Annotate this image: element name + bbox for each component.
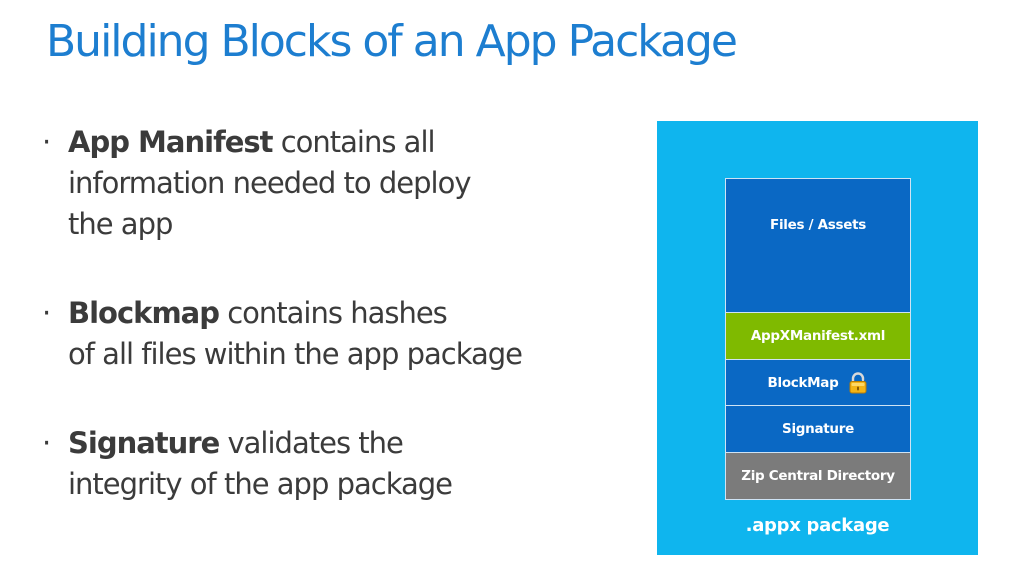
bullet-line: the app: [68, 207, 173, 241]
bullet-line: Blockmap contains hashes: [68, 293, 642, 334]
bullet-marker: ·: [42, 426, 51, 460]
bullet-text: contains all: [272, 125, 436, 159]
package-label: .appx package: [745, 515, 890, 536]
block-label: AppXManifest.xml: [750, 328, 886, 344]
bullet-list: · App Manifest contains all information …: [42, 122, 642, 553]
bullet-line: Signature validates the: [68, 423, 642, 464]
bullet-marker: ·: [42, 296, 51, 330]
slide-title: Building Blocks of an App Package: [46, 16, 738, 67]
block-label: Zip Central Directory: [741, 468, 895, 484]
block-label: Signature: [782, 421, 854, 437]
bullet-line: integrity of the app package: [68, 467, 453, 501]
block-zip-central-directory: Zip Central Directory: [725, 453, 911, 500]
block-appx-manifest: AppXManifest.xml: [725, 313, 911, 360]
bullet-app-manifest: · App Manifest contains all information …: [42, 122, 642, 245]
block-label: Files / Assets: [770, 217, 866, 233]
bullet-line: App Manifest contains all: [68, 122, 642, 163]
bullet-blockmap: · Blockmap contains hashes of all files …: [42, 293, 642, 375]
bullet-signature: · Signature validates the integrity of t…: [42, 423, 642, 505]
bullet-line: information needed to deploy: [68, 166, 471, 200]
block-signature: Signature: [725, 406, 911, 453]
bullet-text: validates the: [219, 426, 403, 460]
bullet-term: Signature: [68, 426, 220, 460]
bullet-text: contains hashes: [219, 296, 448, 330]
block-blockmap: BlockMap: [725, 360, 911, 406]
block-label: BlockMap: [767, 374, 839, 391]
package-block-stack: Files / Assets AppXManifest.xml BlockMap…: [725, 178, 911, 500]
bullet-line: of all files within the app package: [68, 337, 523, 371]
bullet-term: App Manifest: [68, 125, 273, 159]
appx-package-container: Files / Assets AppXManifest.xml BlockMap…: [657, 121, 978, 555]
block-files-assets: Files / Assets: [725, 178, 911, 313]
bullet-term: Blockmap: [68, 296, 220, 330]
bullet-marker: ·: [42, 125, 51, 159]
lock-icon: [848, 371, 868, 394]
